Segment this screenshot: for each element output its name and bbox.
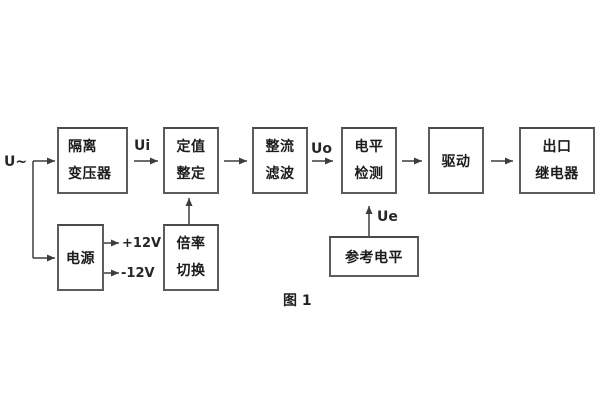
block-output-relay-line1: 出口	[542, 138, 572, 155]
block-isolation-transformer-line1: 隔离	[68, 138, 97, 155]
block-ratio-switch-line1: 倍率	[176, 235, 206, 252]
block-level-detect: 电平 检测	[341, 127, 397, 194]
label-ui: Ui	[134, 138, 151, 154]
block-rectify-filter-line1: 整流	[265, 138, 295, 155]
block-ratio-switch: 倍率 切换	[163, 224, 219, 291]
block-drive: 驱动	[428, 127, 484, 194]
block-setpoint-adjust-line1: 定值	[176, 138, 206, 155]
block-power-supply-line1: 电源	[66, 250, 95, 267]
block-isolation-transformer: 隔离 变压器	[57, 127, 128, 194]
label-rail-positive: +12V	[122, 236, 162, 251]
block-level-detect-line1: 电平	[354, 138, 384, 155]
block-output-relay: 出口 继电器	[519, 127, 595, 194]
label-uo: Uo	[311, 141, 332, 157]
block-rectify-filter-line2: 滤波	[265, 165, 295, 182]
block-rectify-filter: 整流 滤波	[252, 127, 308, 194]
label-rail-negative: -12V	[121, 266, 155, 281]
block-output-relay-line2: 继电器	[535, 165, 579, 182]
block-setpoint-adjust-line2: 整定	[176, 165, 206, 182]
block-isolation-transformer-line2: 变压器	[68, 165, 112, 182]
block-reference-level: 参考电平	[329, 236, 419, 277]
figure-caption: 图 1	[283, 293, 312, 309]
block-ratio-switch-line2: 切换	[176, 262, 206, 279]
block-level-detect-line2: 检测	[354, 165, 384, 182]
label-input-voltage: U~	[4, 154, 28, 170]
block-reference-level-line1: 参考电平	[345, 249, 403, 266]
block-setpoint-adjust: 定值 整定	[163, 127, 219, 194]
block-power-supply: 电源	[57, 224, 104, 291]
block-drive-line1: 驱动	[441, 153, 471, 170]
label-ue: Ue	[377, 209, 398, 225]
